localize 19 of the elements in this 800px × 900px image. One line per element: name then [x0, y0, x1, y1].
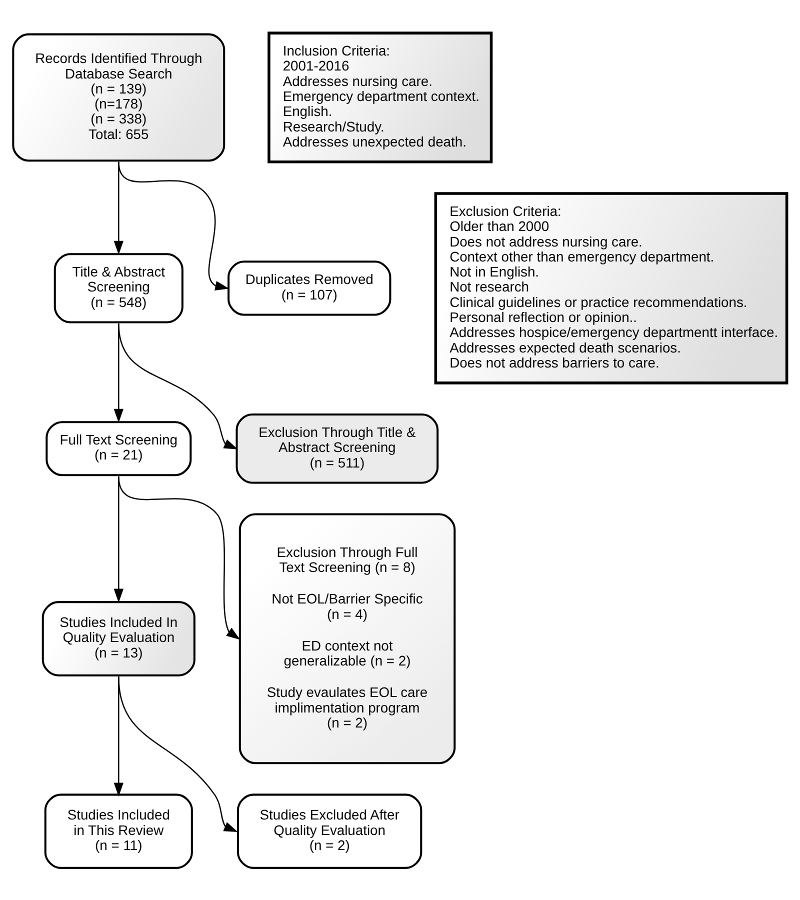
node-box: Title & Abstract Screening (n = 548): [54, 252, 184, 323]
node-box: Duplicates Removed (n = 107): [228, 260, 392, 316]
arrow: [118, 323, 238, 449]
node-box: Studies Included In Quality Evaluation (n = 13): [42, 600, 196, 676]
arrow: [114, 323, 124, 422]
arrow: [114, 676, 124, 796]
arrow: [118, 676, 238, 832]
node-box: Exclusion Through Title & Abstract Screening (n = 511): [236, 413, 439, 484]
arrow: [114, 476, 124, 602]
node-box: Exclusion Through Full Text Screening (n = 8) Not EOL/Barrier Specific (n = 4) ED context not generalizable (n = 2) Study evaulates EOL care implimentation program (n = 2): [238, 512, 456, 764]
node-box: Exclusion Criteria: Older than 2000 Does not address nursing care. Context other than emergency department. Not in English. Not research Clinical guidelines or practice recommendations. Personal reflection or opinion.. Addresses hospice/emergency departmentt interface. Addresses expected death scenarios. Does not address barriers to care.: [434, 192, 788, 384]
node-box: Records Identified Through Database Search (n = 139) (n=178) (n = 338) Total: 655: [12, 32, 226, 162]
arrow: [114, 161, 124, 254]
node-box: Full Text Screening (n = 21): [46, 420, 192, 476]
node-box: Inclusion Criteria: 2001-2016 Addresses nursing care. Emergency department context. English. Research/Study. Addresses unexpected death.: [268, 31, 493, 163]
arrow: [118, 161, 230, 290]
arrow: [118, 476, 240, 640]
node-box: Studies Excluded After Quality Evaluation (n = 2): [237, 793, 422, 868]
node-box: Studies Included in This Review (n = 11): [44, 793, 193, 868]
